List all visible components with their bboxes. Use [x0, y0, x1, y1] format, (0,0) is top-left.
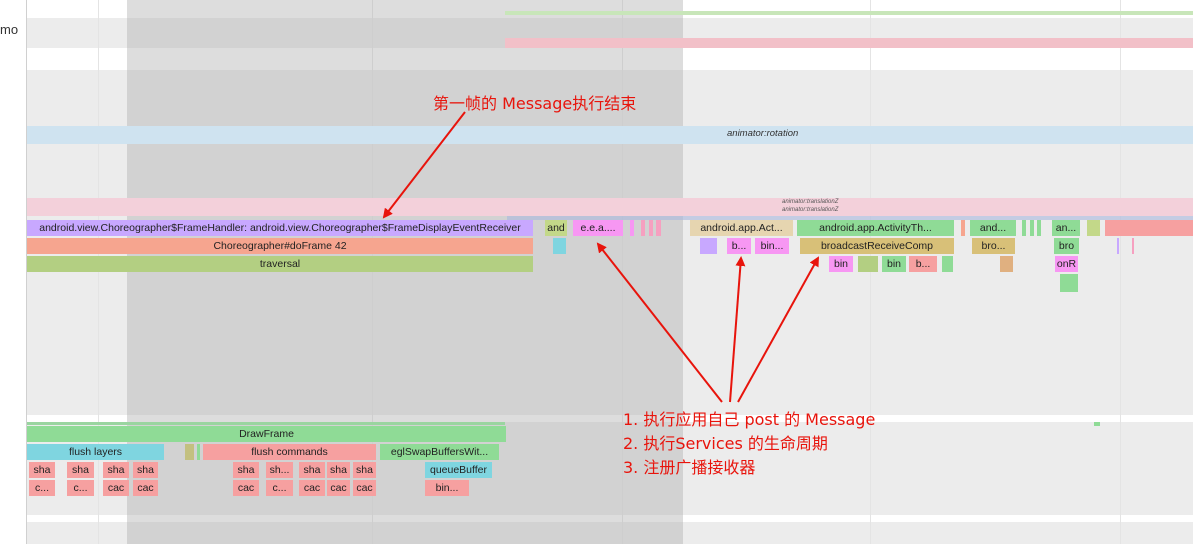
- slice-activity[interactable]: android.app.Act...: [690, 220, 793, 236]
- grid-line: [870, 0, 871, 544]
- slice-bin-2[interactable]: bin: [829, 256, 853, 272]
- slice-small[interactable]: [1060, 274, 1078, 292]
- slice-bro-2[interactable]: bro: [1054, 238, 1079, 254]
- slice-b[interactable]: b...: [727, 238, 751, 254]
- slice-do-frame[interactable]: Choreographer#doFrame 42: [27, 238, 533, 254]
- slice-cac[interactable]: cac: [327, 480, 350, 496]
- slice-bro[interactable]: bro...: [972, 238, 1015, 254]
- slice-small[interactable]: [553, 238, 566, 254]
- counter-pink: [505, 38, 1193, 48]
- slice-sha[interactable]: sha: [29, 462, 55, 478]
- slice-small[interactable]: [1132, 238, 1134, 254]
- slice-wide[interactable]: [1105, 220, 1193, 236]
- render-strip: [1094, 422, 1100, 426]
- slice-eea[interactable]: e.e.a....: [573, 220, 623, 236]
- slice-cac[interactable]: c...: [266, 480, 293, 496]
- slice-small[interactable]: [942, 256, 953, 272]
- slice-sha[interactable]: sha: [67, 462, 94, 478]
- slice-sha[interactable]: sha: [103, 462, 129, 478]
- slice-sha[interactable]: sha: [327, 462, 350, 478]
- slice-sha[interactable]: sha: [233, 462, 259, 478]
- animator-rotation-label: animator:rotation: [727, 128, 799, 139]
- track-label: mo: [0, 22, 19, 37]
- slice-onr[interactable]: onR: [1055, 256, 1078, 272]
- track-band: [27, 522, 1193, 544]
- slice-activity-thread[interactable]: android.app.ActivityTh...: [797, 220, 954, 236]
- slice-small[interactable]: [656, 220, 661, 236]
- slice-bin-3[interactable]: bin: [882, 256, 906, 272]
- annotation-list-item: 3. 注册广播接收器: [623, 458, 756, 477]
- annotation-list-item: 2. 执行Services 的生命周期: [623, 434, 828, 453]
- annotation-list-item: 1. 执行应用自己 post 的 Message: [623, 410, 876, 429]
- slice-queue-buffer[interactable]: queueBuffer: [425, 462, 492, 478]
- slice-frame-handler[interactable]: android.view.Choreographer$FrameHandler:…: [27, 220, 533, 236]
- slice-bin[interactable]: bin...: [755, 238, 789, 254]
- render-strip: [27, 422, 505, 425]
- grid-line: [1120, 0, 1121, 544]
- slice-small[interactable]: [1022, 220, 1026, 236]
- slice-traversal[interactable]: traversal: [27, 256, 533, 272]
- slice-cac[interactable]: cac: [233, 480, 259, 496]
- grid-line: [372, 0, 373, 544]
- slice-draw-frame[interactable]: DrawFrame: [27, 426, 506, 442]
- track-label-panel: mo: [0, 0, 27, 544]
- slice-cac[interactable]: c...: [67, 480, 94, 496]
- slice-small[interactable]: [858, 256, 878, 272]
- slice-broadcast-receive[interactable]: broadcastReceiveComp: [800, 238, 954, 254]
- slice-sha[interactable]: sh...: [266, 462, 293, 478]
- slice-cac[interactable]: c...: [29, 480, 55, 496]
- slice-small[interactable]: [630, 220, 634, 236]
- slice-small[interactable]: [649, 220, 653, 236]
- slice-small[interactable]: [1087, 220, 1100, 236]
- slice-flush-layers[interactable]: flush layers: [27, 444, 164, 460]
- slice-flush-commands[interactable]: flush commands: [203, 444, 376, 460]
- slice-small[interactable]: [641, 220, 645, 236]
- slice-cac[interactable]: cac: [133, 480, 158, 496]
- slice-small[interactable]: [1037, 220, 1041, 236]
- slice-bin-4[interactable]: bin...: [425, 480, 469, 496]
- slice-and[interactable]: and: [545, 220, 567, 236]
- animator-rotation-track[interactable]: animator:rotation: [27, 126, 1193, 144]
- slice-cac[interactable]: cac: [353, 480, 376, 496]
- time-selection[interactable]: [127, 0, 683, 544]
- slice-small[interactable]: [1000, 256, 1013, 272]
- slice-sha[interactable]: sha: [353, 462, 376, 478]
- animator-translation-label: animator:translationZ: [782, 207, 839, 213]
- slice-small[interactable]: [197, 444, 200, 460]
- counter-green: [505, 11, 1193, 15]
- animator-translation-track[interactable]: animator:translationZ animator:translati…: [27, 198, 1193, 216]
- slice-b-2[interactable]: b...: [909, 256, 937, 272]
- slice-small[interactable]: [185, 444, 194, 460]
- animator-translation-label: animator:translationZ: [782, 199, 839, 205]
- slice-sha[interactable]: sha: [299, 462, 325, 478]
- timeline-area[interactable]: animator:rotation animator:translationZ …: [27, 0, 1193, 544]
- slice-egl-swap-buffers[interactable]: eglSwapBuffersWit...: [380, 444, 499, 460]
- slice-small[interactable]: [700, 238, 717, 254]
- slice-cac[interactable]: cac: [299, 480, 325, 496]
- slice-strip: [507, 216, 1193, 220]
- slice-sha[interactable]: sha: [133, 462, 158, 478]
- slice-an[interactable]: an...: [1052, 220, 1080, 236]
- grid-line: [98, 0, 99, 544]
- annotation-first-frame: 第一帧的 Message执行结束: [433, 94, 637, 113]
- slice-small[interactable]: [1030, 220, 1034, 236]
- slice-small[interactable]: [961, 220, 965, 236]
- slice-small[interactable]: [1117, 238, 1119, 254]
- slice-cac[interactable]: cac: [103, 480, 129, 496]
- slice-and-2[interactable]: and...: [970, 220, 1016, 236]
